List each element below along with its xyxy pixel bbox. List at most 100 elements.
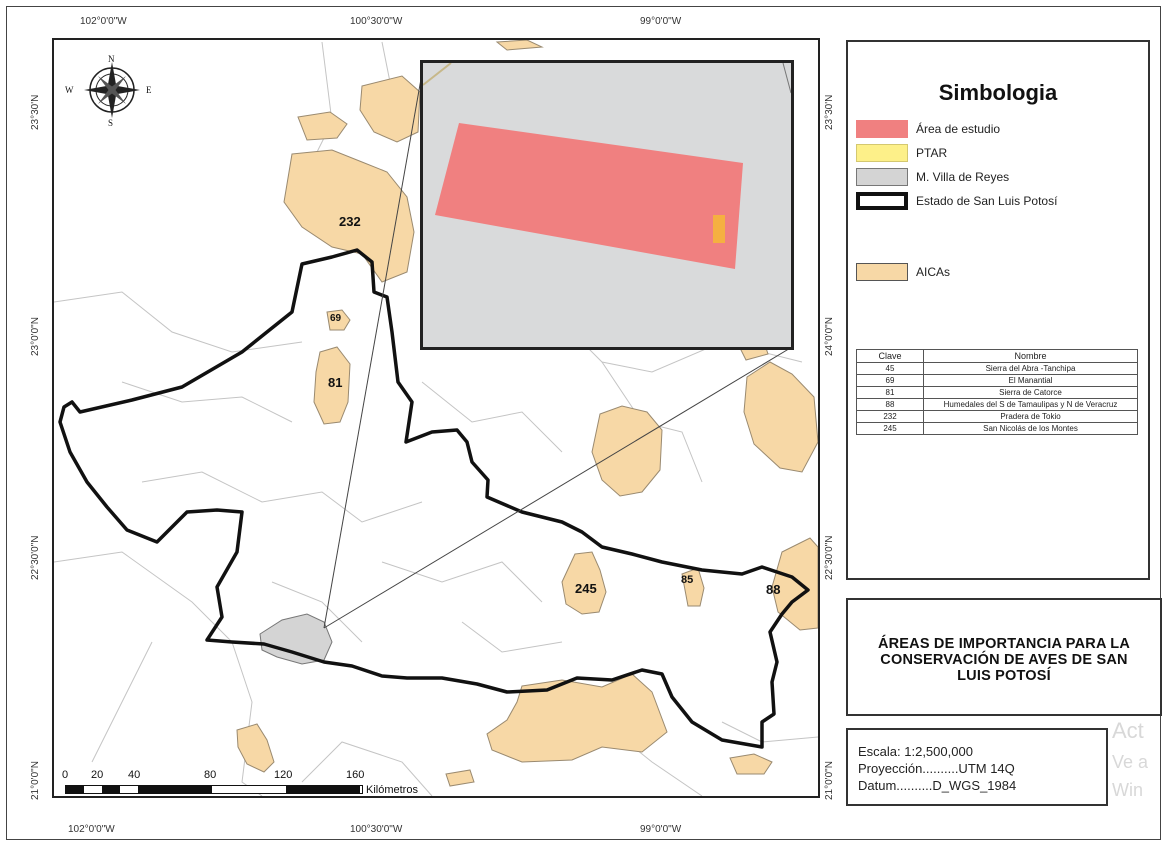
inset-canvas <box>423 63 791 269</box>
table-cell-clave: 245 <box>856 422 924 435</box>
coord-bottom-1: 102°0'0"W <box>68 824 115 835</box>
legend-item-aicas: AICAs <box>856 260 950 284</box>
coord-left-4: 21°0'0"N <box>30 761 41 800</box>
coord-top-2: 100°30'0"W <box>350 16 403 27</box>
coord-left-1: 23°30'N <box>30 94 41 130</box>
table-cell-nombre: San Nicolás de los Montes <box>923 422 1138 435</box>
page-frame <box>6 6 1161 840</box>
aica-north-2 <box>297 111 348 141</box>
legend-label-municipio: M. Villa de Reyes <box>916 170 1010 184</box>
table-cell-nombre: El Manantial <box>923 374 1138 387</box>
legend-label-aicas: AICAs <box>916 265 951 279</box>
scale-tick-160: 160 <box>346 769 365 781</box>
main-map[interactable]: N S E W 232 69 81 245 85 88 0 20 40 80 <box>52 38 820 798</box>
aica-center-east <box>591 405 663 497</box>
watermark-line-3: Win <box>1112 780 1143 800</box>
map-title: ÁREAS DE IMPORTANCIA PARA LA CONSERVACIÓ… <box>877 636 1131 684</box>
table-cell-nombre: Pradera de Tokio <box>923 410 1138 423</box>
map-canvas <box>54 40 818 796</box>
aica-69 <box>326 309 351 331</box>
swatch-study-area <box>856 120 908 138</box>
ptar-marker <box>713 215 725 243</box>
label-81: 81 <box>328 375 343 390</box>
swatch-aicas <box>856 263 908 281</box>
legend-item-state: Estado de San Luis Potosí <box>856 189 1057 213</box>
aica-88 <box>771 537 818 631</box>
coord-right-1: 23°30'N <box>824 94 835 130</box>
aica-south-small <box>445 769 475 787</box>
aica-81 <box>313 346 351 425</box>
legend-title: Simbologia <box>938 80 1058 105</box>
aica-southeast-small <box>729 753 773 775</box>
scale-tick-0: 0 <box>62 769 69 781</box>
compass-rose <box>84 62 140 118</box>
legend-panel: Simbologia Área de estudio PTAR M. Villa… <box>846 40 1150 580</box>
coord-bottom-2: 100°30'0"W <box>350 824 403 835</box>
table-cell-clave: 81 <box>856 386 924 399</box>
aica-north-3 <box>495 40 544 51</box>
watermark-line-2: Ve a <box>1112 752 1149 772</box>
state-boundary <box>58 248 810 749</box>
coord-bottom-3: 99°0'0"W <box>640 824 682 835</box>
aicas-layer <box>236 40 818 787</box>
swatch-municipio <box>856 168 908 186</box>
coord-left-2: 23°0'0"N <box>30 317 41 356</box>
compass-w: W <box>65 85 74 95</box>
aica-southwest <box>236 723 275 773</box>
table-cell-clave: 45 <box>856 362 924 375</box>
legend-item-ptar: PTAR <box>856 141 947 165</box>
compass-e: E <box>146 85 152 95</box>
scale-tick-80: 80 <box>204 769 217 781</box>
compass-n: N <box>108 54 115 64</box>
aica-45 <box>743 361 818 473</box>
scale-ticks: 0 20 40 80 120 160 <box>54 769 454 783</box>
study-area <box>435 123 743 269</box>
info-panel: Escala: 1:2,500,000 Proyección..........… <box>846 728 1108 806</box>
table-header-row: Clave Nombre <box>856 349 1138 363</box>
inset-map[interactable] <box>420 60 794 350</box>
label-85: 85 <box>681 574 694 586</box>
table-cell-clave: 69 <box>856 374 924 387</box>
swatch-ptar <box>856 144 908 162</box>
coord-right-3: 22°30'0"N <box>824 535 835 581</box>
legend-label-study-area: Área de estudio <box>916 122 1001 136</box>
label-232: 232 <box>339 214 361 229</box>
table-cell-nombre: Sierra de Catorce <box>923 386 1138 399</box>
legend-label-state: Estado de San Luis Potosí <box>916 194 1058 208</box>
swatch-state <box>856 192 908 210</box>
table-cell-clave: 88 <box>856 398 924 411</box>
leader-line-right <box>323 346 793 629</box>
scale-tick-120: 120 <box>274 769 293 781</box>
table-cell-clave: 232 <box>856 410 924 423</box>
coord-left-3: 22°30'0"N <box>30 535 41 581</box>
legend-item-study-area: Área de estudio <box>856 117 1000 141</box>
legend-label-ptar: PTAR <box>916 146 948 160</box>
coord-top-3: 99°0'0"W <box>640 16 682 27</box>
info-scale: Escala: 1:2,500,000 <box>858 744 973 759</box>
aica-south <box>486 673 668 763</box>
watermark-line-1: Act <box>1112 718 1144 743</box>
scale-unit: Kilómetros <box>366 784 418 796</box>
leader-line-left <box>323 61 425 629</box>
label-88: 88 <box>766 582 781 597</box>
label-245: 245 <box>575 581 597 596</box>
legend-item-municipio: M. Villa de Reyes <box>856 165 1009 189</box>
title-panel: ÁREAS DE IMPORTANCIA PARA LA CONSERVACIÓ… <box>846 598 1162 716</box>
coord-top-1: 102°0'0"W <box>80 16 127 27</box>
aica-north-1 <box>359 75 421 143</box>
compass-s: S <box>108 118 114 128</box>
aica-232 <box>283 149 415 283</box>
scale-tick-20: 20 <box>91 769 104 781</box>
scale-tick-40: 40 <box>128 769 141 781</box>
coord-right-2: 24°0'0"N <box>824 317 835 356</box>
aica-245 <box>561 551 607 615</box>
table-cell-nombre: Sierra del Abra -Tanchipa <box>923 362 1138 375</box>
scale-bar <box>65 785 365 795</box>
